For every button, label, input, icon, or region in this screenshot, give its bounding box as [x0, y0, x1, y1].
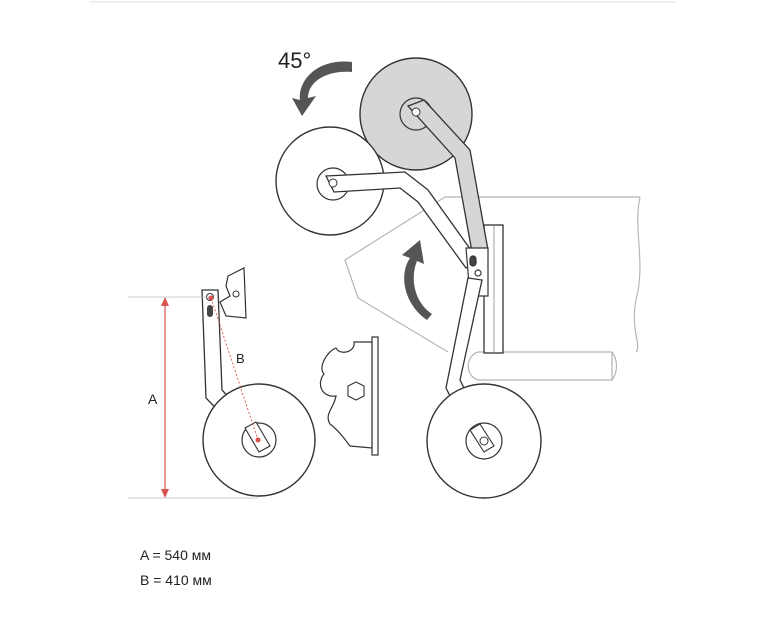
middle-wheel — [275, 126, 479, 269]
dimension-a — [128, 296, 258, 499]
large-bracket — [319, 336, 379, 456]
small-bracket-hole — [232, 290, 240, 298]
legend-a: A = 540 мм — [140, 547, 212, 563]
rotation-arrow-upper — [292, 61, 352, 116]
label-a: A — [148, 391, 158, 407]
label-b: B — [236, 351, 245, 366]
angle-label: 45° — [278, 48, 311, 73]
legend-b: B = 410 мм — [140, 572, 212, 588]
raised-wheel-grey — [359, 57, 489, 253]
rotation-arrow-middle — [402, 240, 432, 320]
dimension-b — [208, 295, 261, 443]
working-wheel — [426, 277, 542, 499]
